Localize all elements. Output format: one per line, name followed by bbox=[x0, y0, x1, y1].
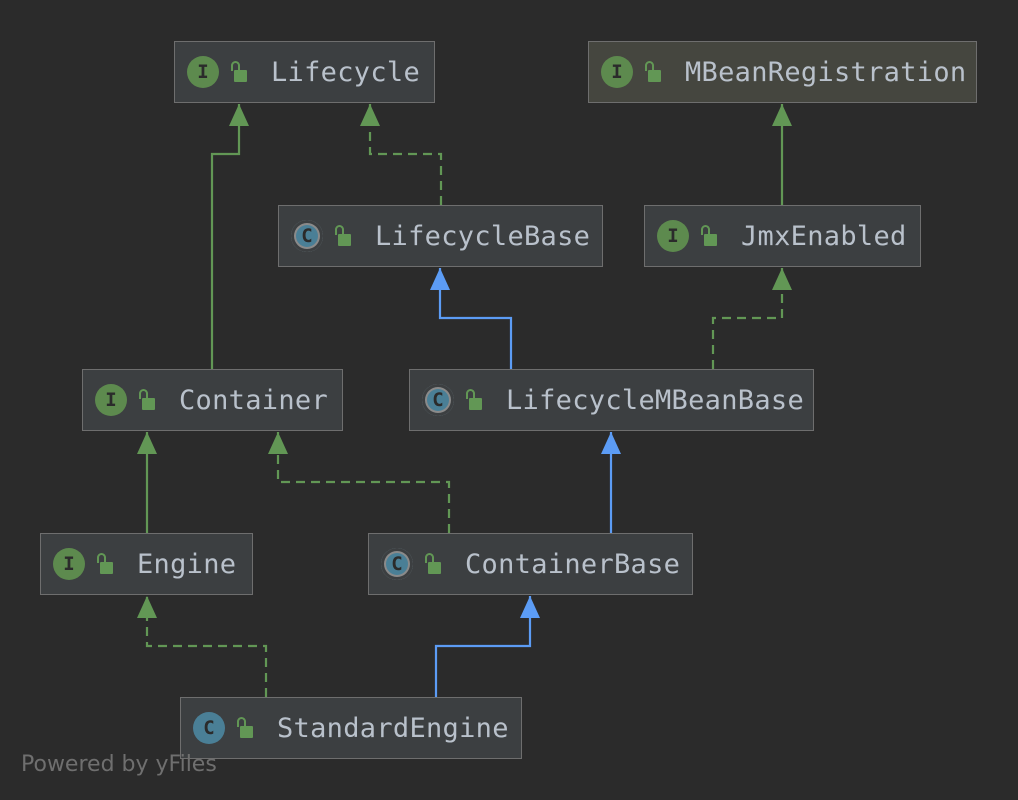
node-lifecycle-mbean-base[interactable]: C LifecycleMBeanBase bbox=[409, 369, 814, 431]
node-label: Container bbox=[179, 384, 328, 416]
lock-icon bbox=[699, 225, 717, 247]
lock-icon bbox=[229, 61, 247, 83]
interface-icon: I bbox=[601, 56, 633, 88]
node-label: MBeanRegistration bbox=[685, 56, 967, 88]
lock-icon bbox=[333, 225, 351, 247]
interface-icon: I bbox=[95, 384, 127, 416]
edge-lifecyclebase-lifecycle bbox=[360, 104, 443, 205]
edge-containerbase-container bbox=[268, 432, 451, 533]
lock-icon bbox=[137, 389, 155, 411]
node-label: StandardEngine bbox=[277, 712, 509, 744]
abstract-class-icon: C bbox=[381, 548, 413, 580]
node-label: LifecycleBase bbox=[375, 220, 591, 252]
abstract-class-icon: C bbox=[422, 384, 454, 416]
node-label: ContainerBase bbox=[465, 548, 681, 580]
edge-standardengine-engine bbox=[137, 596, 268, 697]
node-standard-engine[interactable]: C StandardEngine bbox=[180, 697, 522, 759]
node-label: Lifecycle bbox=[271, 56, 420, 88]
edge-container-lifecycle bbox=[210, 104, 249, 369]
edge-standardengine-containerbase bbox=[434, 596, 540, 697]
node-label: JmxEnabled bbox=[741, 220, 907, 252]
node-container[interactable]: I Container bbox=[82, 369, 343, 431]
lock-icon bbox=[235, 717, 253, 739]
node-container-base[interactable]: C ContainerBase bbox=[368, 533, 693, 595]
interface-icon: I bbox=[53, 548, 85, 580]
powered-by-watermark: Powered by yFiles bbox=[21, 752, 217, 777]
class-icon: C bbox=[193, 712, 225, 744]
edge-lifecyclembeanbase-lifecyclebase bbox=[430, 268, 513, 369]
node-engine[interactable]: I Engine bbox=[40, 533, 253, 595]
lock-icon bbox=[643, 61, 661, 83]
lock-icon bbox=[423, 553, 441, 575]
node-mbean-registration[interactable]: I MBeanRegistration bbox=[588, 41, 977, 103]
interface-icon: I bbox=[187, 56, 219, 88]
node-label: Engine bbox=[137, 548, 237, 580]
node-lifecycle-base[interactable]: C LifecycleBase bbox=[278, 205, 603, 267]
lock-icon bbox=[464, 389, 482, 411]
node-jmx-enabled[interactable]: I JmxEnabled bbox=[644, 205, 921, 267]
lock-icon bbox=[95, 553, 113, 575]
node-label: LifecycleMBeanBase bbox=[506, 384, 804, 416]
abstract-class-icon: C bbox=[291, 220, 323, 252]
edge-lifecyclembeanbase-jmxenabled bbox=[711, 268, 792, 369]
interface-icon: I bbox=[657, 220, 689, 252]
node-lifecycle[interactable]: I Lifecycle bbox=[174, 41, 435, 103]
